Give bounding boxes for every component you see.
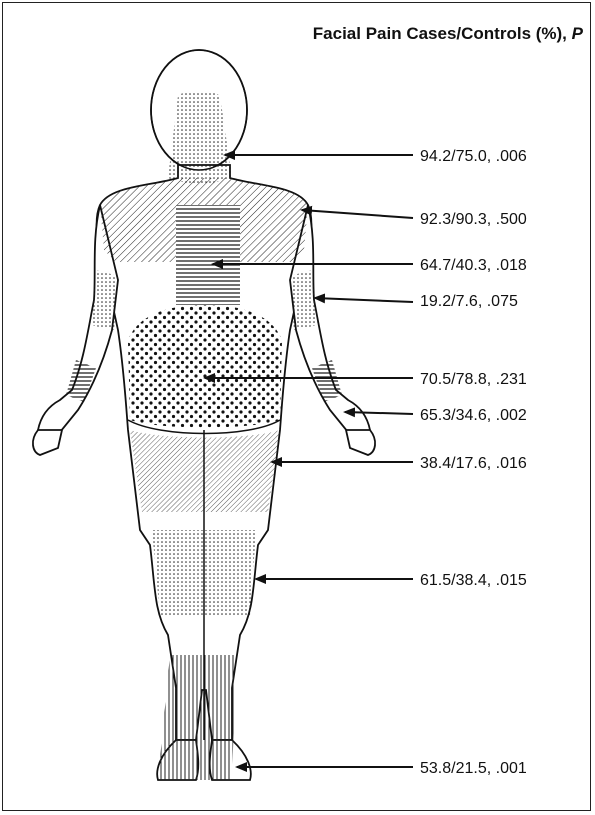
label-mid-back: 64.7/40.3, .018 [420,257,527,274]
thigh-region [130,430,280,512]
right-hand [346,430,375,455]
mid-back-region [176,205,240,305]
label-shoulder: 92.3/90.3, .500 [420,211,527,228]
ankle-region [158,655,236,780]
arrow-elbow [315,298,413,302]
label-lower-back: 70.5/78.8, .231 [420,371,527,388]
label-thigh: 38.4/17.6, .016 [420,455,527,472]
label-neck: 94.2/75.0, .006 [420,148,527,165]
left-hand [33,430,62,455]
arrow-shoulder [302,210,413,218]
label-knee: 61.5/38.4, .015 [420,572,527,589]
label-hand: 65.3/34.6, .002 [420,407,527,424]
label-ankle: 53.8/21.5, .001 [420,760,527,777]
label-elbow: 19.2/7.6, .075 [420,293,518,310]
lower-back-region [128,305,282,428]
